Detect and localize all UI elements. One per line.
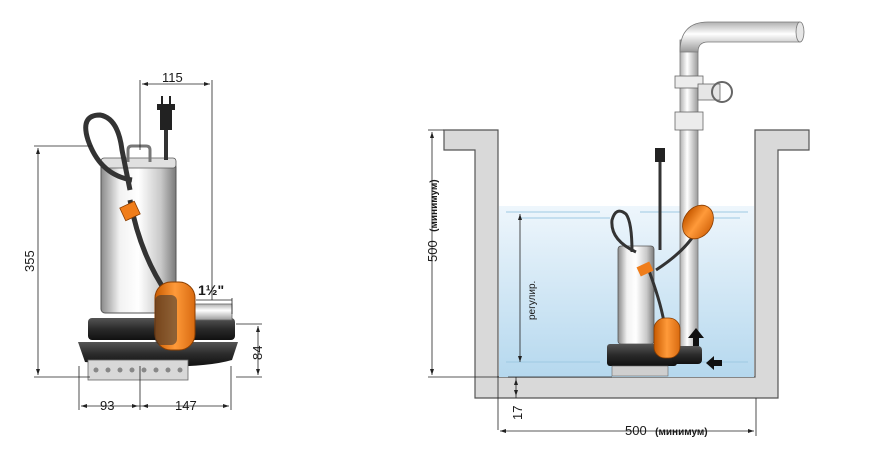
- left-pump-view: [78, 96, 238, 381]
- sump-plug-icon: [655, 148, 665, 162]
- float-high: [682, 204, 714, 240]
- dim-93: 93: [100, 398, 114, 413]
- dim-sump-height: 500: [425, 240, 440, 262]
- right-dimensions: 500 (минимум) регулир. 17 500 (минимум): [424, 129, 757, 439]
- pump-strainer: [87, 359, 189, 381]
- dim-115: 115: [162, 70, 183, 85]
- pipe-elbow: [679, 21, 801, 53]
- dim-regulation: регулир.: [527, 281, 538, 320]
- left-dimensions: 115 355 1½" 84 93 147: [22, 70, 265, 413]
- pump-cable: [83, 112, 133, 191]
- dim-84: 84: [250, 346, 265, 360]
- plug-icon: [160, 110, 172, 130]
- cable-clamp: [119, 200, 141, 222]
- sump-pump-body: [617, 245, 655, 345]
- dim-17: 17: [510, 406, 525, 420]
- dim-147: 147: [175, 398, 197, 413]
- dim-outlet: 1½": [198, 282, 224, 298]
- valve-handle: [711, 81, 733, 103]
- dim-sump-width: 500: [625, 423, 647, 438]
- dim-sump-height-note: (минимум): [429, 179, 440, 232]
- float-low: [653, 317, 681, 359]
- flow-in-arrow: [706, 356, 722, 370]
- dim-355: 355: [22, 250, 37, 272]
- right-sump-view: [443, 21, 810, 399]
- dim-sump-width-note: (минимум): [655, 427, 708, 438]
- svg-text:500 (минимум): 500 (минимум): [625, 422, 708, 439]
- svg-text:500 (минимум): 500 (минимум): [424, 179, 441, 262]
- pump-handle: [126, 144, 152, 162]
- flow-up-arrow: [688, 328, 704, 346]
